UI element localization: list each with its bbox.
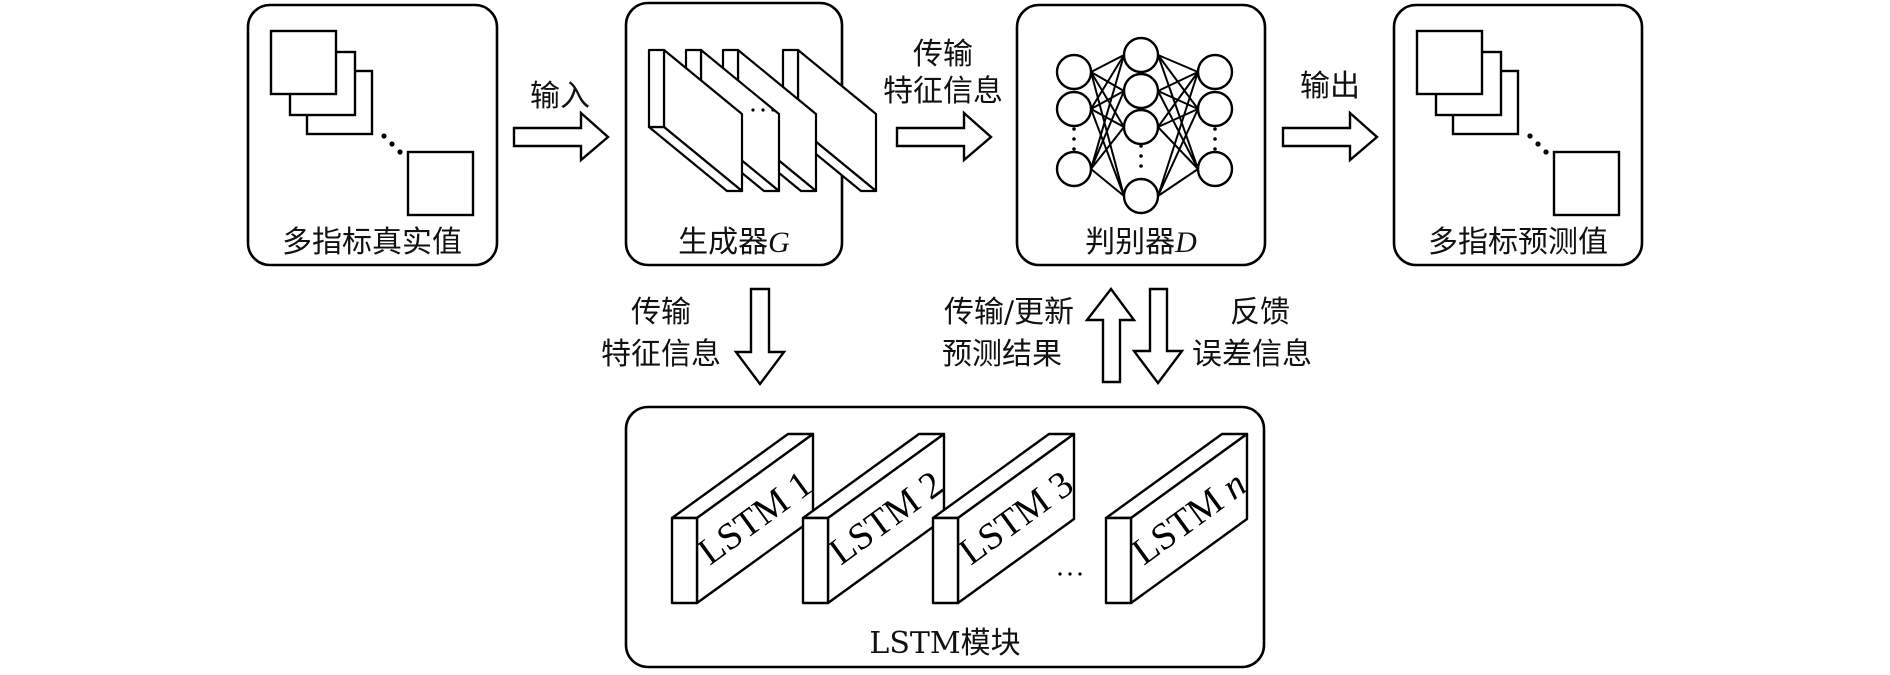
lstm-block: LSTM 3 xyxy=(931,432,1081,605)
ellipsis-dots-icon xyxy=(1072,127,1076,151)
nn-node xyxy=(1055,150,1093,188)
nn-node xyxy=(1055,90,1093,128)
generator-layer xyxy=(647,48,744,193)
neural-network-icon xyxy=(1055,36,1234,215)
update-label-line2: 预测结果 xyxy=(942,337,1062,372)
lstm-module-label: LSTM模块 xyxy=(869,626,1021,661)
discriminator-box xyxy=(1015,3,1267,267)
output-arrow-icon xyxy=(1281,110,1379,163)
predicted-values-label: 多指标预测值 xyxy=(1428,225,1608,260)
ellipsis-dots-icon xyxy=(751,108,775,112)
nn-edge xyxy=(1090,108,1125,128)
output-edge-label: 输出 xyxy=(1300,69,1360,104)
transfer-down-label-line2: 特征信息 xyxy=(601,337,721,372)
discriminator-label-text: 判别器 xyxy=(1085,225,1176,260)
transfer-right-arrow-icon xyxy=(895,110,993,163)
nn-node xyxy=(1122,36,1160,74)
nn-edge xyxy=(1090,90,1125,170)
real-values-box xyxy=(246,3,499,267)
input-arrow-icon xyxy=(512,110,610,163)
nn-node xyxy=(1196,53,1234,91)
nn-edge xyxy=(1157,71,1199,197)
nn-edge xyxy=(1157,71,1199,128)
lstm-module-box xyxy=(624,405,1266,669)
real-values-label: 多指标真实值 xyxy=(282,225,462,260)
nn-edge xyxy=(1090,126,1125,170)
update-up-arrow-icon xyxy=(1084,287,1137,384)
transfer-top-label-line2: 特征信息 xyxy=(883,74,1003,109)
nn-node xyxy=(1122,72,1160,110)
nn-edge xyxy=(1157,108,1199,128)
transfer-down-label-line1: 传输 xyxy=(631,295,691,330)
feedback-down-arrow-icon xyxy=(1131,287,1185,385)
ellipsis-dots-icon xyxy=(1527,133,1549,155)
nn-edge xyxy=(1157,71,1199,92)
lstm-block: LSTM 2 xyxy=(801,432,951,605)
nn-node xyxy=(1196,90,1234,128)
generator-label: 生成器G xyxy=(678,226,790,260)
stacked-squares-icon xyxy=(1415,29,1621,217)
generator-layers xyxy=(647,48,878,193)
ellipsis-dots-icon xyxy=(1058,572,1082,576)
generator-symbol: G xyxy=(768,226,790,259)
discriminator-symbol: D xyxy=(1175,226,1197,259)
nn-edge xyxy=(1090,54,1125,110)
ellipsis-dots-icon xyxy=(381,133,403,155)
nn-edge xyxy=(1157,108,1199,197)
transfer-down-arrow-icon xyxy=(733,287,787,386)
nn-edge xyxy=(1157,54,1199,170)
nn-edge xyxy=(1157,168,1199,197)
ellipsis-dots-icon xyxy=(1139,144,1143,168)
nn-edge xyxy=(1090,108,1125,197)
nn-connections xyxy=(1090,54,1199,197)
nn-edge xyxy=(1157,90,1199,170)
nn-node xyxy=(1122,108,1160,146)
nn-edge xyxy=(1090,54,1125,73)
nn-edge xyxy=(1090,54,1125,170)
predicted-values-box xyxy=(1392,3,1644,267)
nn-edge xyxy=(1090,168,1125,197)
nn-edge xyxy=(1090,90,1125,110)
generator-label-text: 生成器 xyxy=(678,225,769,260)
feedback-label-line1: 反馈 xyxy=(1230,295,1290,330)
lstm-block: LSTM n xyxy=(1104,432,1254,605)
ellipsis-dots-icon xyxy=(1213,127,1217,151)
nn-edge xyxy=(1157,126,1199,170)
nn-node xyxy=(1055,53,1093,91)
stacked-squares-icon xyxy=(269,29,475,217)
nn-node xyxy=(1196,150,1234,188)
nn-edge xyxy=(1090,71,1125,197)
transfer-top-label-line1: 传输 xyxy=(913,37,973,72)
nn-node xyxy=(1122,177,1160,215)
input-edge-label: 输入 xyxy=(530,79,590,114)
discriminator-label: 判别器D xyxy=(1085,226,1197,260)
update-label-line1: 传输/更新 xyxy=(943,295,1075,330)
lstm-block: LSTM 1 xyxy=(670,432,820,605)
nn-edge xyxy=(1157,54,1199,73)
feedback-label-line2: 误差信息 xyxy=(1192,337,1312,372)
